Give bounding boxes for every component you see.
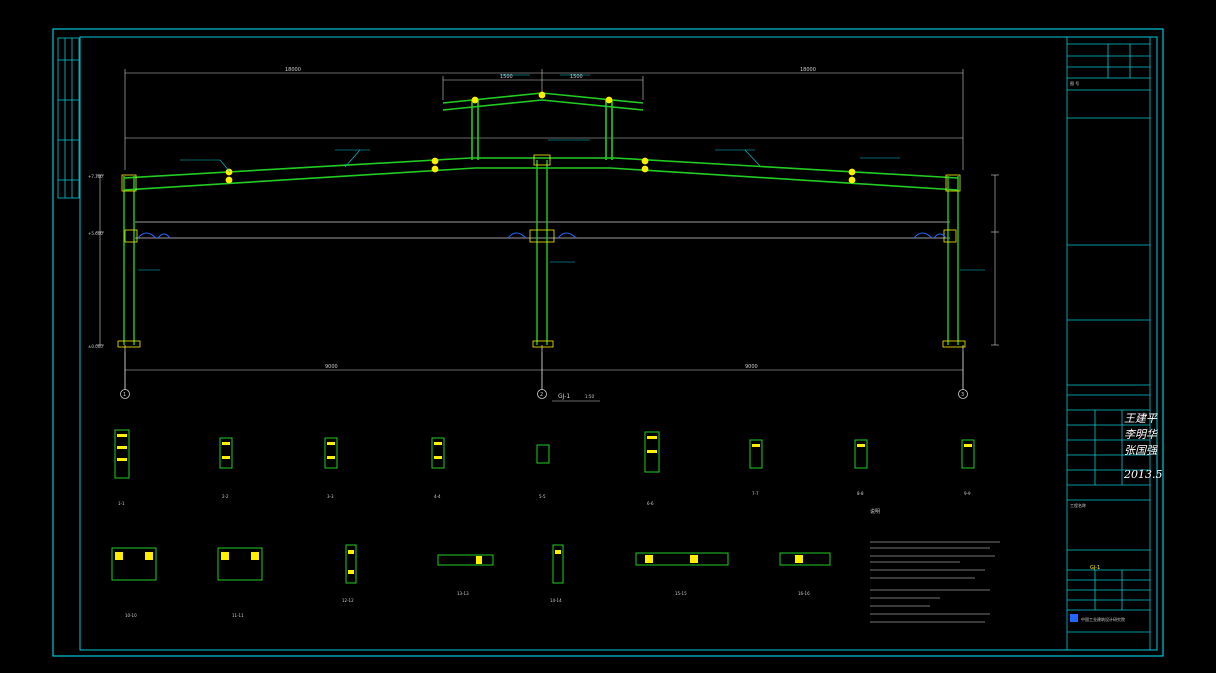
detail-label-13: 13-13 — [457, 591, 469, 596]
steel-columns — [123, 160, 959, 345]
detail-label-5: 5-5 — [539, 494, 546, 499]
axis-label-2: 2 — [540, 392, 543, 398]
crane-beam — [135, 221, 950, 239]
detail-row-1 — [114, 429, 975, 479]
elev-ground-left: ±0.000 — [88, 344, 103, 349]
title-header-label: 图 号 — [1070, 80, 1079, 86]
axis-label-1: 1 — [123, 392, 126, 398]
detail-label-14: 14-14 — [550, 598, 562, 603]
dim-monitor-right: 1500 — [570, 74, 583, 80]
notes-text-lines — [870, 541, 1000, 623]
title-block-frame — [1066, 37, 1151, 650]
detail-label-12: 12-12 — [342, 598, 354, 603]
main-view-label: GJ-1 — [558, 393, 570, 400]
elev-crane-left: +5.600 — [88, 231, 103, 236]
detail-label-11: 11-11 — [232, 613, 244, 618]
detail-label-2: 2-2 — [222, 494, 229, 499]
leader-lines — [138, 74, 985, 271]
axis-markers — [120, 345, 968, 399]
dim-overall-top: 18000 — [285, 67, 301, 73]
dim-monitor-left: 1500 — [500, 74, 513, 80]
detail-label-6: 6-6 — [647, 501, 654, 506]
outer-border — [52, 28, 1164, 657]
elev-top-left: +7.300 — [88, 174, 103, 179]
dim-bottom-right: 9000 — [745, 364, 758, 370]
bolt-connections — [117, 91, 966, 348]
detail-row-1-labels: 1-1 2-2 3-3 4-4 5-5 6-6 7-7 8-8 9-9 — [118, 491, 971, 506]
title-drawing-name: GJ-1 — [1090, 565, 1100, 571]
main-view-scale: 1:50 — [585, 394, 594, 399]
dim-bottom-left: 9000 — [325, 364, 338, 370]
notes-title: 说明 — [870, 508, 880, 515]
roof-rafters — [123, 92, 959, 191]
detail-label-8: 8-8 — [857, 491, 864, 496]
top-dimension-chain — [124, 69, 964, 170]
detail-row-2 — [111, 544, 831, 584]
title-project-label: 工程名称 — [1070, 502, 1086, 508]
detail-label-16: 16-16 — [798, 591, 810, 596]
detail-label-3: 3-3 — [327, 494, 334, 499]
dim-overall-top-right: 18000 — [800, 67, 816, 73]
detail-row-1-bolts — [117, 434, 972, 461]
detail-label-9: 9-9 — [964, 491, 971, 496]
company-logo — [1070, 614, 1078, 622]
axis-label-3: 3 — [961, 392, 964, 398]
detail-label-15: 15-15 — [675, 591, 687, 596]
detail-row-2-bolts — [115, 550, 803, 574]
bracing-symbols — [137, 232, 947, 239]
detail-label-1: 1-1 — [118, 501, 125, 506]
left-binding-strip — [57, 37, 80, 199]
detail-row-2-labels: 10-10 11-11 12-12 13-13 14-14 15-15 16-1… — [125, 591, 810, 618]
detail-label-4: 4-4 — [434, 494, 441, 499]
title-company: 中国工业建筑设计研究院 — [1081, 616, 1125, 622]
detail-label-7: 7-7 — [752, 491, 759, 496]
detail-label-10: 10-10 — [125, 613, 137, 618]
inner-border — [79, 36, 1158, 651]
